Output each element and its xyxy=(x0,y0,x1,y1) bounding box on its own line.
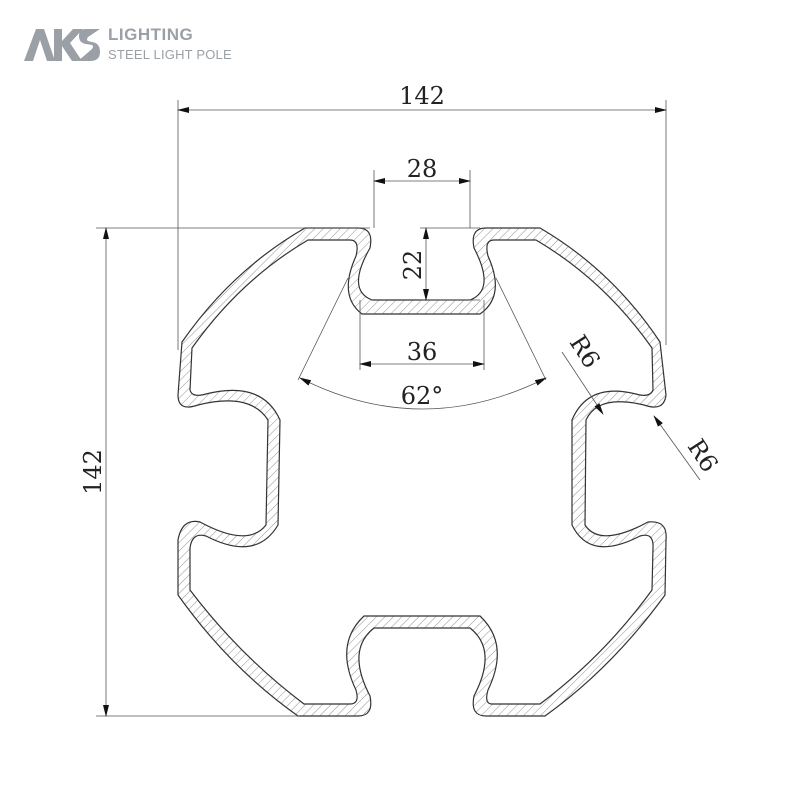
dim-slot-depth: 22 xyxy=(399,250,427,281)
dim-radius-inner: R6 xyxy=(564,330,606,373)
dim-leader-r6-outer xyxy=(653,415,701,481)
brand-subtitle: STEEL LIGHT POLE xyxy=(108,47,232,62)
dim-angle: 62° xyxy=(401,382,444,410)
dim-slot-opening: 28 xyxy=(407,155,438,183)
dim-overall-height: 142 xyxy=(79,449,107,495)
dimension-labels: 142 142 28 22 36 62° R6 R6 xyxy=(79,82,724,495)
dimension-lines xyxy=(103,107,701,717)
dim-slot-width: 36 xyxy=(407,338,438,366)
brand-logo: LIGHTING STEEL LIGHT POLE xyxy=(24,24,264,68)
brand-title: LIGHTING xyxy=(108,25,194,44)
aks-logo-icon xyxy=(24,29,100,61)
dim-arc-angle xyxy=(299,377,547,410)
dim-leader-r6-inner xyxy=(561,351,604,415)
profile-section xyxy=(177,227,667,717)
profile-wall xyxy=(177,227,667,717)
dim-overall-width: 142 xyxy=(399,82,445,110)
dim-radius-outer: R6 xyxy=(682,434,724,477)
